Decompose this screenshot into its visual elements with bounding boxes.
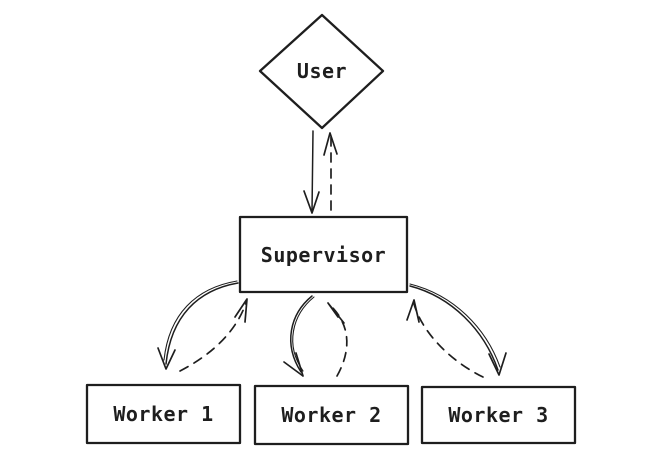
node-label-worker3: Worker 3 (448, 403, 548, 427)
edge-worker3-to-supervisor-dashed (406, 299, 484, 378)
worker1-box-shape (85, 383, 242, 445)
edge-line-sketch (292, 296, 315, 372)
edge-worker2-to-supervisor-dashed (327, 302, 348, 377)
node-worker2: Worker 2 (253, 384, 410, 446)
arrowhead-up-icon (323, 132, 338, 156)
edge-line (311, 130, 314, 213)
supervisor-box-shape (238, 215, 409, 294)
edge-supervisor-to-user-dashed (323, 132, 338, 211)
edge-line-sketch (409, 283, 501, 368)
edge-supervisor-to-worker2-solid (283, 295, 315, 377)
edge-supervisor-to-worker3-solid (409, 283, 507, 376)
edge-line (413, 303, 484, 378)
arrowhead-down-icon (283, 352, 304, 377)
edge-line (330, 305, 348, 377)
edge-line (409, 285, 499, 371)
node-label-supervisor: Supervisor (261, 243, 386, 267)
user-diamond-shape (258, 13, 385, 130)
edge-supervisor-to-worker1-solid (157, 280, 239, 370)
arrowhead-up-icon (327, 302, 345, 324)
node-label-user: User (297, 59, 347, 83)
arrowhead-down-icon (303, 190, 320, 214)
edge-line (165, 282, 239, 365)
arrowhead-down-icon (157, 347, 176, 370)
worker2-box-shape (253, 384, 410, 446)
node-worker3: Worker 3 (420, 385, 577, 445)
arrowhead-up-icon (406, 299, 420, 323)
arrowhead-up-icon (234, 298, 248, 323)
edge-worker1-to-supervisor-dashed (179, 298, 248, 372)
node-label-worker1: Worker 1 (113, 402, 213, 426)
node-label-worker2: Worker 2 (281, 403, 381, 427)
edge-line-sketch (163, 280, 238, 361)
arrowhead-down-icon (488, 352, 507, 376)
edge-user-to-supervisor-solid (303, 130, 320, 214)
edge-line (179, 302, 247, 372)
node-supervisor: Supervisor (238, 215, 409, 294)
node-worker1: Worker 1 (85, 383, 242, 445)
edge-line (290, 295, 313, 373)
node-user: User (258, 13, 385, 130)
worker3-box-shape (420, 385, 577, 445)
